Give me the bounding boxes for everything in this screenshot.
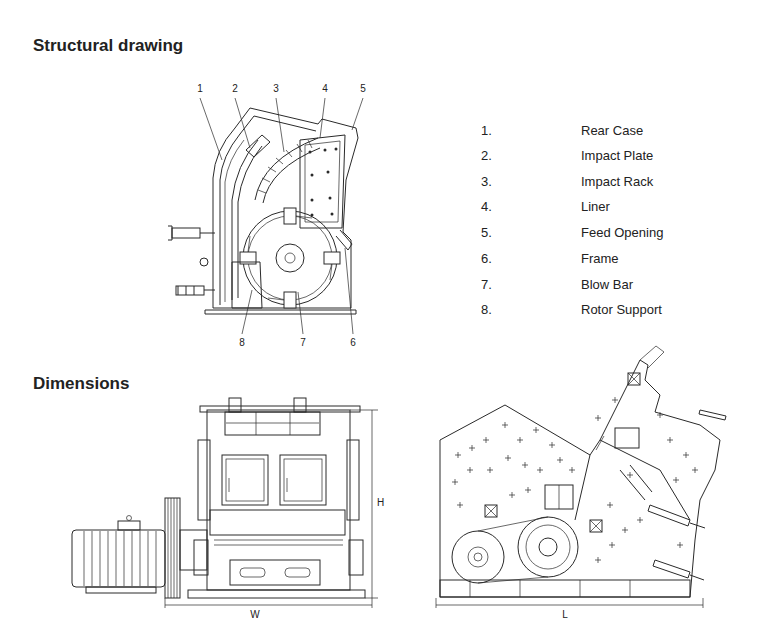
bolt-mark	[502, 422, 508, 428]
callout-number: 6	[350, 337, 356, 349]
bolt-mark	[673, 477, 679, 483]
callout-number: 7	[300, 337, 306, 349]
front-view	[72, 398, 378, 608]
bolt-mark	[509, 492, 515, 498]
bolt-mark	[595, 415, 601, 421]
bolt-mark	[537, 467, 543, 473]
bolt-mark	[637, 517, 643, 523]
callout-number: 5	[360, 83, 366, 95]
part-name: Feed Opening	[581, 226, 663, 241]
bolt-mark	[627, 472, 633, 478]
bolt-mark	[533, 427, 539, 433]
bolt-mark	[609, 542, 615, 548]
callout-number: 2	[232, 83, 238, 95]
bolt-mark	[692, 467, 698, 473]
part-number: 8.	[481, 303, 492, 318]
bolt-dot	[327, 171, 330, 174]
part-name: Rotor Support	[581, 303, 662, 318]
bolt-dot	[309, 151, 312, 154]
bolt-dot	[335, 148, 338, 151]
section-heading: Dimensions	[33, 374, 129, 394]
bolt-mark	[469, 445, 475, 451]
callout-number: 8	[239, 337, 245, 349]
part-number: 1.	[481, 124, 492, 139]
part-number: 5.	[481, 226, 492, 241]
bolt-mark	[505, 455, 511, 461]
bolt-dot	[329, 197, 332, 200]
part-name: Impact Plate	[581, 149, 653, 164]
bolt-mark	[522, 462, 528, 468]
bolt-mark	[517, 437, 523, 443]
dimension-label: H	[377, 497, 384, 509]
bolt-mark	[467, 467, 473, 473]
bolt-mark	[452, 479, 458, 485]
dimension-label: W	[250, 609, 259, 621]
part-number: 7.	[481, 278, 492, 293]
bolt-mark	[569, 467, 575, 473]
bolt-dot	[311, 214, 314, 217]
bolt-dot	[324, 149, 327, 152]
bolt-mark	[525, 487, 531, 493]
part-name: Rear Case	[581, 124, 643, 139]
part-number: 2.	[481, 149, 492, 164]
bolt-mark	[549, 442, 555, 448]
callout-number: 3	[273, 83, 279, 95]
callout-number: 4	[322, 83, 328, 95]
bolt-dot	[311, 174, 314, 177]
dimension-label: L	[562, 609, 568, 621]
part-number: 4.	[481, 200, 492, 215]
section-heading: Structural drawing	[33, 36, 183, 56]
part-name: Frame	[581, 252, 619, 267]
bolt-mark	[657, 412, 663, 418]
part-number: 6.	[481, 252, 492, 267]
bolt-mark	[457, 502, 463, 508]
bolt-mark	[683, 452, 689, 458]
part-name: Blow Bar	[581, 278, 633, 293]
side-view	[436, 346, 726, 608]
bolt-dot	[331, 213, 334, 216]
bolt-dot	[311, 199, 314, 202]
bolt-mark	[595, 557, 601, 563]
bolt-mark	[455, 452, 461, 458]
part-name: Impact Rack	[581, 175, 653, 190]
bolt-mark	[483, 437, 489, 443]
bolt-mark	[607, 502, 613, 508]
part-number: 3.	[481, 175, 492, 190]
bolt-mark	[487, 467, 493, 473]
section-view	[168, 98, 363, 334]
bolt-mark	[677, 542, 683, 548]
bolt-mark	[622, 527, 628, 533]
callout-number: 1	[197, 83, 203, 95]
bolt-mark	[667, 437, 673, 443]
bolt-mark	[557, 457, 563, 463]
part-name: Liner	[581, 200, 610, 215]
bolt-mark	[612, 397, 618, 403]
